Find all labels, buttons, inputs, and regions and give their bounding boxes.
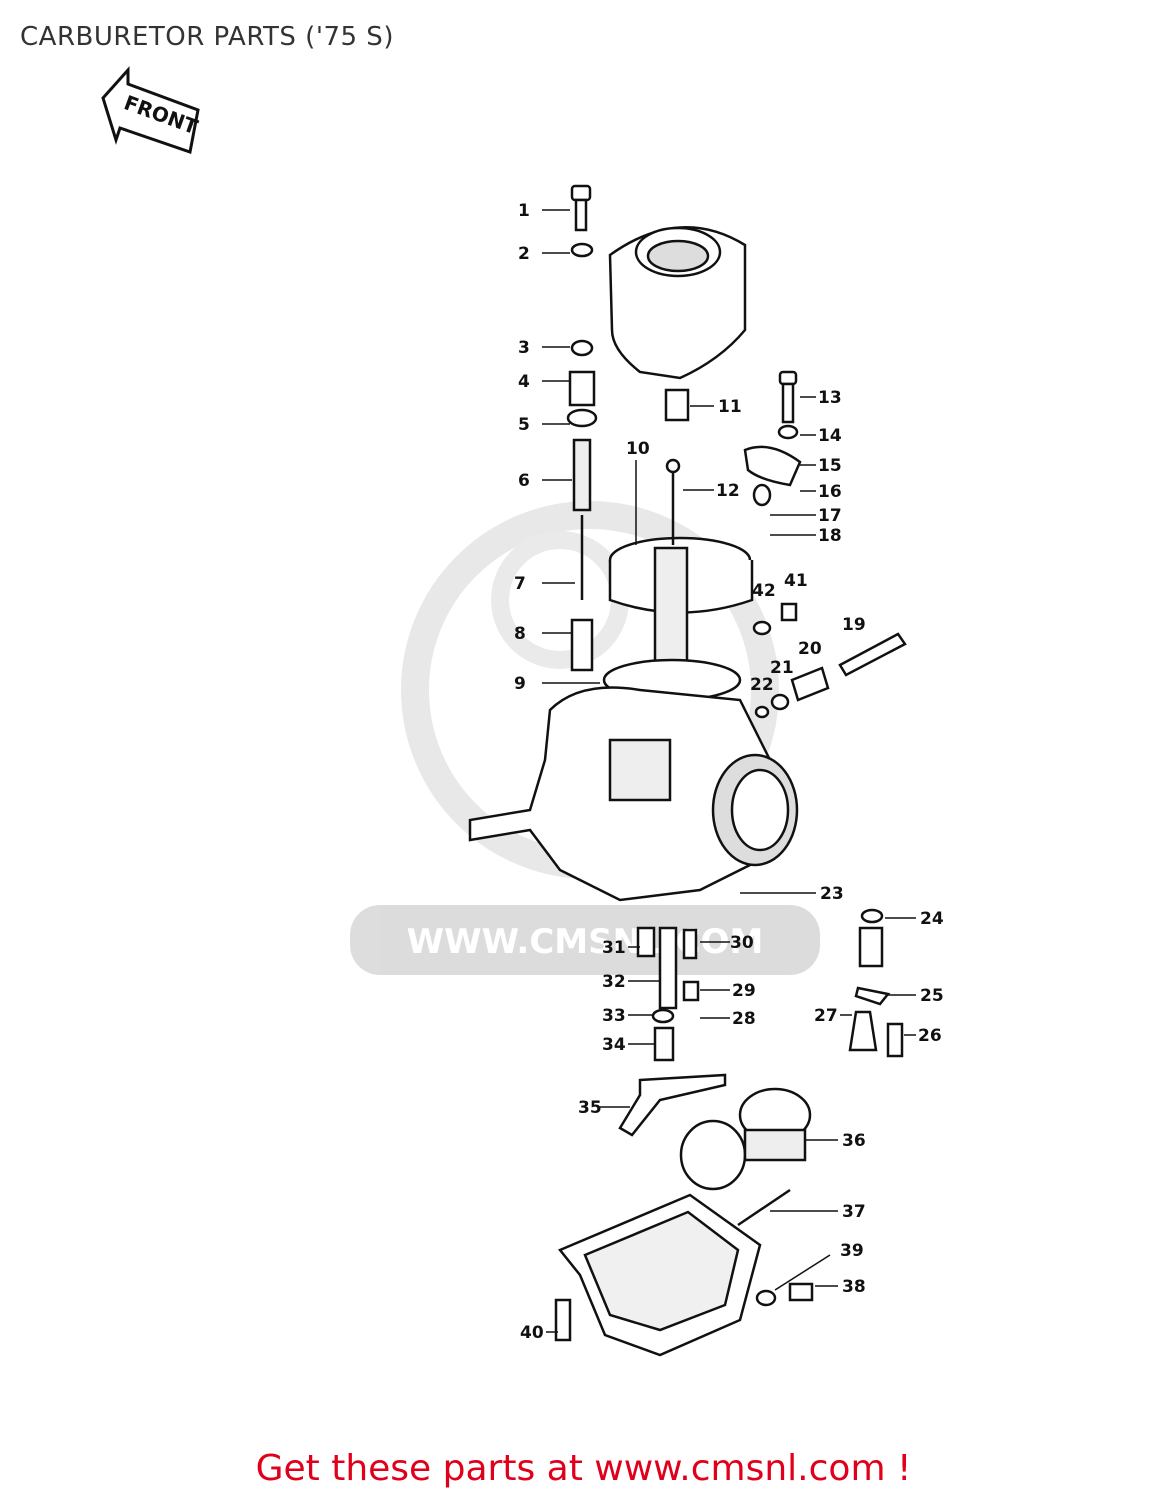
callout-38: 38 <box>842 1277 866 1297</box>
callout-15: 15 <box>818 456 842 476</box>
part-jets <box>636 926 700 1062</box>
callout-labels: 1 2 3 4 5 6 7 8 9 10 11 12 13 14 15 16 1… <box>514 201 944 1343</box>
callout-36: 36 <box>842 1131 866 1151</box>
callout-32: 32 <box>602 972 626 992</box>
part-float-arm <box>618 1073 727 1137</box>
callout-21: 21 <box>770 658 794 678</box>
front-arrow-icon: FRONT <box>101 66 201 154</box>
callout-17: 17 <box>818 506 842 526</box>
callout-22: 22 <box>750 675 774 695</box>
callout-23: 23 <box>820 884 844 904</box>
callout-6: 6 <box>518 471 530 491</box>
part-float <box>679 1087 812 1227</box>
callout-8: 8 <box>514 624 526 644</box>
callout-40: 40 <box>520 1323 544 1343</box>
callout-25: 25 <box>920 986 944 1006</box>
part-float-valve <box>848 908 904 1058</box>
callout-31: 31 <box>602 938 626 958</box>
callout-35: 35 <box>578 1098 602 1118</box>
part-screw-1 <box>566 184 598 672</box>
callout-3: 3 <box>518 338 530 358</box>
leader-lines <box>542 209 916 1333</box>
callout-7: 7 <box>514 574 526 594</box>
page-title: CARBURETOR PARTS ('75 S) <box>20 22 394 52</box>
callout-1: 1 <box>518 201 530 221</box>
callout-12: 12 <box>716 481 740 501</box>
callout-33: 33 <box>602 1006 626 1026</box>
callout-2: 2 <box>518 244 530 264</box>
part-float-bowl <box>554 1193 814 1357</box>
callout-18: 18 <box>818 526 842 546</box>
part-top-cap <box>602 458 754 702</box>
callout-42: 42 <box>752 581 776 601</box>
callout-34: 34 <box>602 1035 626 1055</box>
part-carb-body <box>468 686 799 902</box>
callout-28: 28 <box>732 1009 756 1029</box>
callout-14: 14 <box>818 426 842 446</box>
callout-19: 19 <box>842 615 866 635</box>
callout-16: 16 <box>818 482 842 502</box>
callout-30: 30 <box>730 933 754 953</box>
callout-5: 5 <box>518 415 530 435</box>
callout-9: 9 <box>514 674 526 694</box>
footer-link[interactable]: Get these parts at www.cmsnl.com ! <box>255 1448 912 1489</box>
callout-11: 11 <box>718 397 742 417</box>
callout-20: 20 <box>798 639 822 659</box>
part-air-cover <box>608 225 747 380</box>
callout-41: 41 <box>784 571 808 591</box>
part-idle-screw <box>752 602 907 719</box>
callout-10: 10 <box>626 439 650 459</box>
callout-24: 24 <box>920 909 944 929</box>
callout-29: 29 <box>732 981 756 1001</box>
callout-37: 37 <box>842 1202 866 1222</box>
callout-27: 27 <box>814 1006 838 1026</box>
part-linkage <box>664 370 802 507</box>
callout-13: 13 <box>818 388 842 408</box>
callout-4: 4 <box>518 372 530 392</box>
callout-26: 26 <box>918 1026 942 1046</box>
callout-39: 39 <box>840 1241 864 1261</box>
